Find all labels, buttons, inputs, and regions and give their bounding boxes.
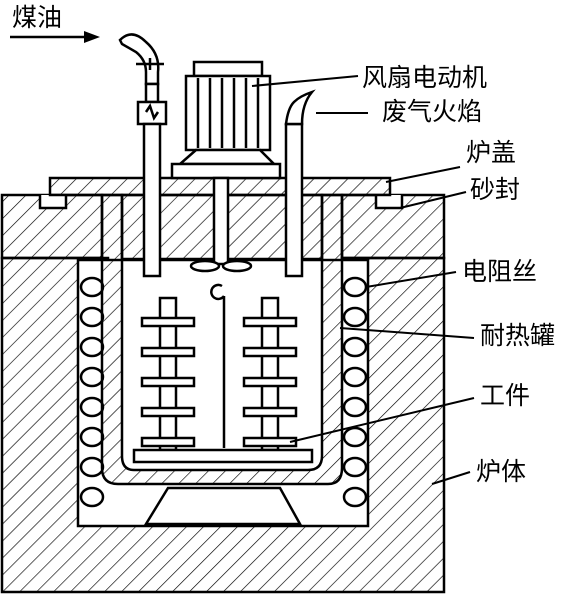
- label-workpiece: 工件: [480, 381, 531, 410]
- label-sand-seal: 砂封: [470, 175, 521, 204]
- kerosene-inlet-pipe: [118, 33, 168, 278]
- fan-motor: [170, 60, 282, 180]
- leader-lines: [251, 75, 475, 485]
- retort-support-stand: [143, 486, 303, 526]
- label-heating-wire: 电阻丝: [462, 257, 538, 286]
- label-kerosene: 煤油: [12, 3, 63, 32]
- thermocouple: [210, 283, 226, 448]
- label-furnace-lid: 炉盖: [466, 138, 517, 167]
- label-retort: 耐热罐: [480, 321, 556, 350]
- upper-furnace-wall: [0, 193, 446, 260]
- label-furnace-body: 炉体: [476, 457, 527, 486]
- fan-shaft: [189, 176, 253, 273]
- label-exhaust-flame: 废气火焰: [382, 97, 483, 126]
- kerosene-arrow: [10, 31, 100, 43]
- exhaust-pipe: [284, 89, 316, 278]
- label-fan-motor: 风扇电动机: [362, 63, 488, 92]
- workpiece-rack: [132, 296, 314, 464]
